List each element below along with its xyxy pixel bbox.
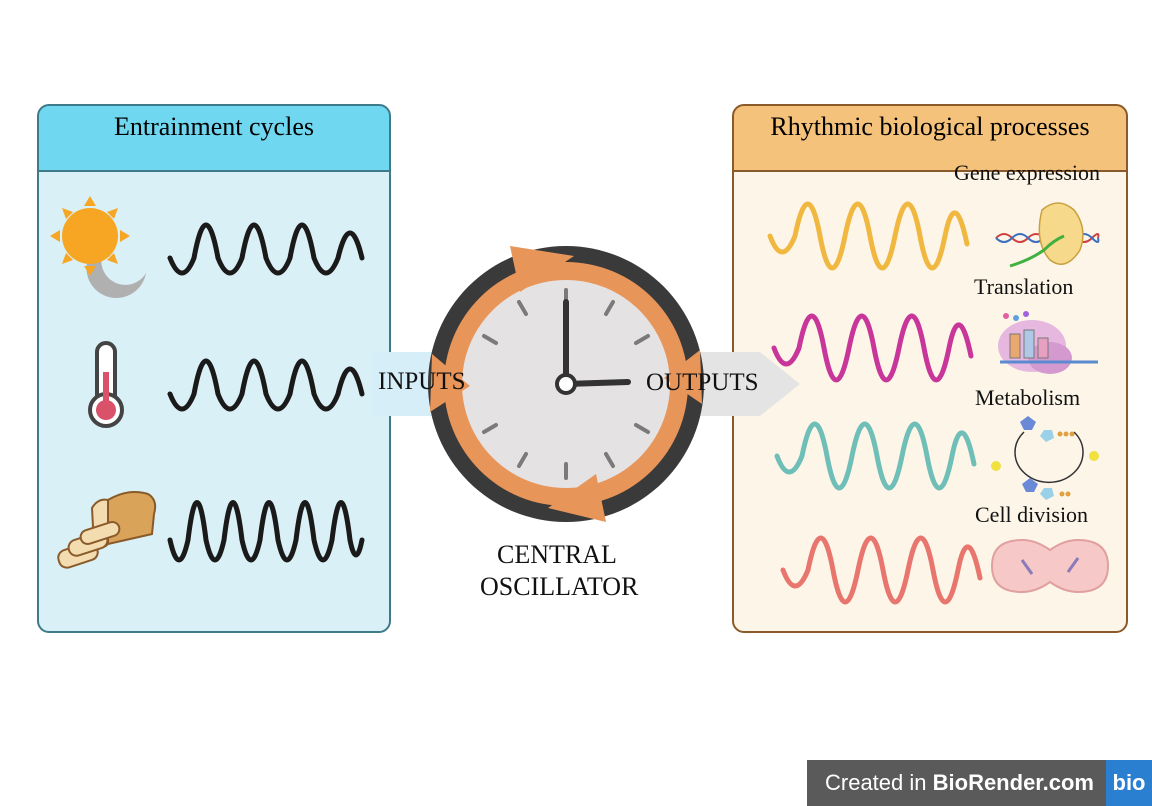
processes-title-tab: Rhythmic biological processes	[732, 104, 1128, 172]
oscillator-caption-line2: OSCILLATOR	[480, 572, 639, 601]
outputs-label: OUTPUTS	[646, 369, 759, 396]
light-cycle-wave	[167, 222, 365, 276]
biorender-logo: bio	[1106, 760, 1152, 806]
gene-expression-wave	[767, 201, 970, 271]
ribosome-icon	[998, 311, 1098, 374]
bread-icon	[57, 491, 157, 569]
oscillator-caption-line1: CENTRAL	[497, 540, 617, 569]
central-oscillator-clock	[428, 246, 704, 522]
processes-title: Rhythmic biological processes	[770, 112, 1090, 141]
credit-text: Created in BioRender.com	[825, 770, 1094, 796]
metabolic-cycle-icon	[991, 416, 1099, 500]
entrainment-title-tab: Entrainment cycles	[37, 104, 391, 172]
process-label-translation: Translation	[974, 274, 1074, 299]
output-waves	[767, 201, 983, 605]
credit-brand: BioRender.com	[932, 770, 1094, 795]
metabolism-wave	[774, 421, 977, 491]
sun-moon-icon	[50, 196, 146, 298]
process-label-metabolism: Metabolism	[975, 385, 1081, 410]
credit-prefix: Created in	[825, 770, 933, 795]
feeding-cycle-wave	[167, 500, 365, 563]
entrainment-title: Entrainment cycles	[114, 112, 314, 141]
cell-division-wave	[780, 535, 983, 605]
dividing-cell-icon	[990, 538, 1110, 594]
thermometer-icon	[88, 341, 124, 428]
temperature-cycle-wave	[167, 358, 365, 412]
biorender-credit[interactable]: Created in BioRender.com bio	[807, 760, 1152, 806]
translation-wave	[771, 313, 974, 383]
entrainment-waves	[167, 222, 365, 563]
dna-transcription-icon	[995, 202, 1100, 268]
process-label-gene-expression: Gene expression	[954, 160, 1101, 185]
process-label-cell-division: Cell division	[975, 502, 1089, 527]
inputs-label: INPUTS	[378, 368, 466, 395]
